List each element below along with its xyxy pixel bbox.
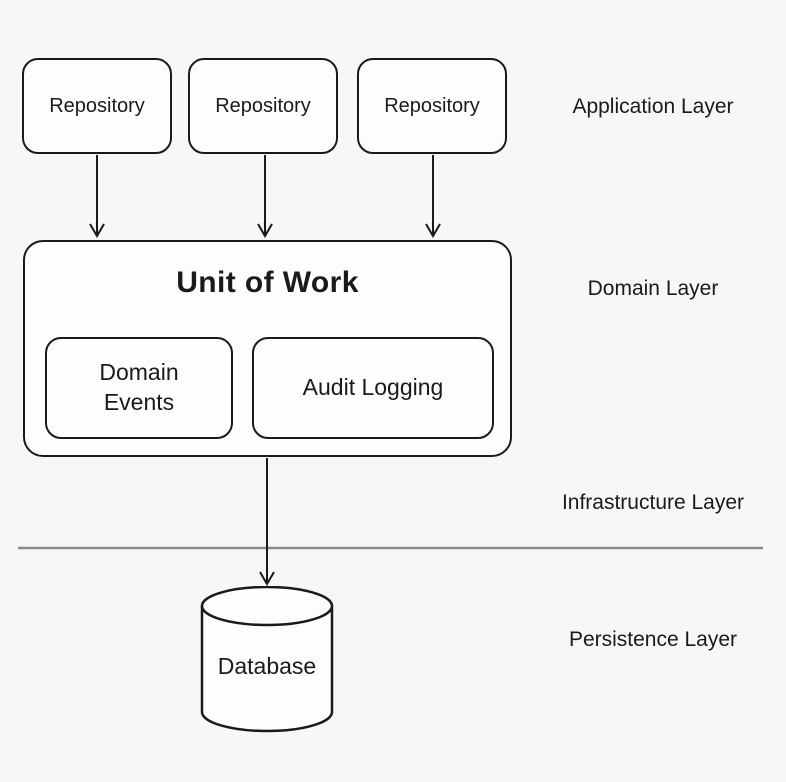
arrowhead-repo2-icon xyxy=(257,223,273,238)
audit-logging-node: Audit Logging xyxy=(252,337,494,439)
audit-logging-label: Audit Logging xyxy=(302,374,444,401)
database-label: Database xyxy=(217,653,317,679)
repository-node-1: Repository xyxy=(22,58,172,154)
arrowhead-database-icon xyxy=(259,571,275,586)
repository-node-3: Repository xyxy=(357,58,507,154)
unit-of-work-node: Unit of Work Domain Events Audit Logging xyxy=(23,240,512,457)
arrowhead-repo1-icon xyxy=(89,223,105,238)
layer-label-infrastructure: Infrastructure Layer xyxy=(561,491,745,514)
repository-3-label: Repository xyxy=(384,94,480,117)
domain-events-node: Domain Events xyxy=(45,337,233,439)
database-cylinder-icon xyxy=(200,586,334,733)
repository-2-label: Repository xyxy=(215,94,311,117)
repository-1-label: Repository xyxy=(49,94,145,117)
arrowhead-repo3-icon xyxy=(425,223,441,238)
layer-label-domain: Domain Layer xyxy=(587,277,719,300)
layer-label-application: Application Layer xyxy=(572,95,734,118)
domain-events-label: Domain Events xyxy=(99,359,179,415)
repository-node-2: Repository xyxy=(188,58,338,154)
layer-label-persistence: Persistence Layer xyxy=(568,628,738,651)
unit-of-work-title: Unit of Work xyxy=(176,266,359,299)
